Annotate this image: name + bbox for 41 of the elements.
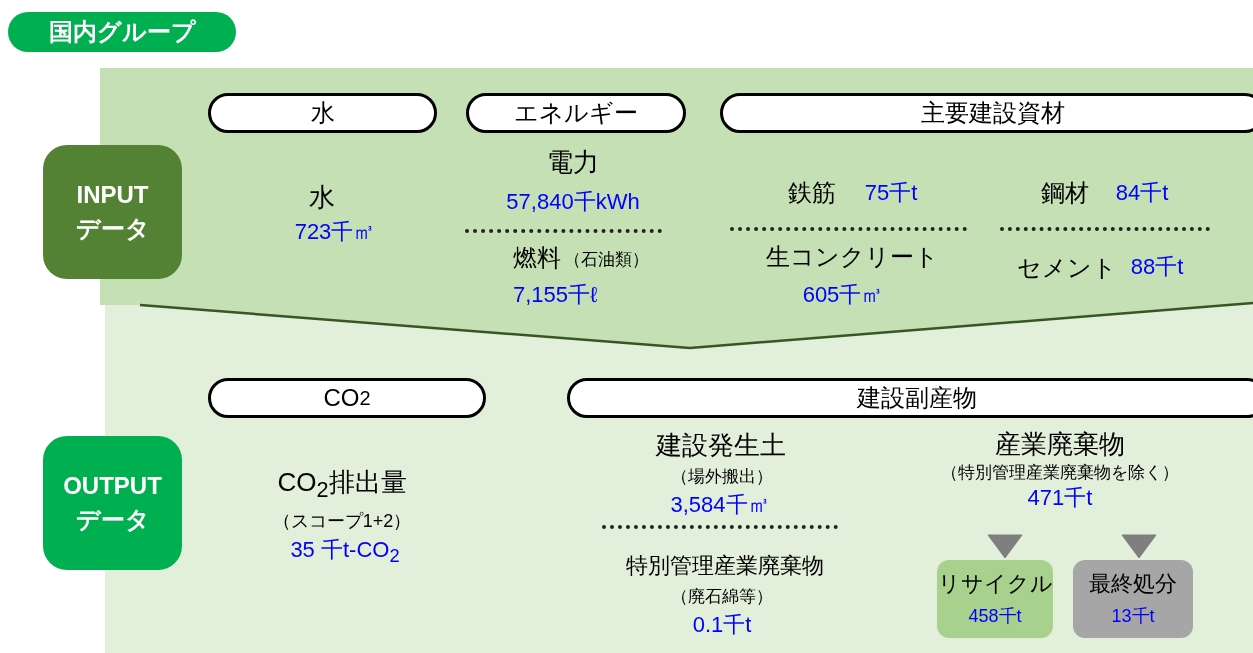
group-badge: 国内グループ bbox=[8, 12, 236, 52]
value-text: 471千t bbox=[1027, 483, 1093, 512]
value-text: 13千t bbox=[1111, 604, 1155, 628]
item-label: 特別管理産業廃棄物 bbox=[626, 553, 824, 579]
note-text: （特別管理産業廃棄物を除く） bbox=[941, 461, 1179, 484]
item-label: 生コンクリート bbox=[765, 243, 939, 271]
value-text: 458千t bbox=[968, 604, 1022, 628]
value-text: 84千t bbox=[1115, 180, 1169, 206]
note-text: （廃石綿等） bbox=[671, 587, 773, 607]
item-label: 電力 bbox=[547, 147, 599, 177]
category-header: 建設副産物 bbox=[567, 378, 1253, 418]
item-title: 産業廃棄物 bbox=[995, 428, 1125, 461]
item-label: 鉄筋 bbox=[788, 179, 836, 207]
category-header: 主要建設資材 bbox=[720, 93, 1253, 133]
item-label: 燃料 bbox=[513, 244, 561, 272]
arrow bbox=[1121, 534, 1157, 559]
recycle-box bbox=[937, 560, 1053, 638]
item-label: CO$_{2}$排出量 bbox=[277, 468, 407, 502]
note-text: （スコープ1+2） bbox=[272, 512, 412, 532]
arrow bbox=[987, 534, 1023, 559]
value-text: 3,584千㎥ bbox=[670, 492, 770, 518]
input-badge: INPUT データ bbox=[43, 145, 182, 279]
item-label: 水 bbox=[309, 182, 335, 212]
value-text: 57,840千kWh bbox=[506, 189, 640, 215]
item-title: 最終処分 bbox=[1089, 570, 1177, 598]
value-text: 75千t bbox=[864, 180, 918, 206]
output-badge: OUTPUT データ bbox=[43, 436, 182, 570]
item-label: 鋼材 bbox=[1041, 179, 1089, 207]
value-text: 35 千t-CO$_{2}$ bbox=[290, 537, 400, 567]
note-text: （場外搬出） bbox=[671, 467, 773, 487]
value-text: 723千㎥ bbox=[294, 219, 376, 245]
value-text: 0.1千t bbox=[692, 612, 752, 638]
value-text: 605千㎥ bbox=[802, 282, 884, 308]
category-header: 水 bbox=[208, 93, 437, 133]
item-title: リサイクル bbox=[937, 570, 1053, 598]
category-header: エネルギー bbox=[466, 93, 686, 133]
value-text: 88千t bbox=[1130, 254, 1184, 280]
item-label: セメント bbox=[1017, 254, 1117, 282]
note-text: （石油類） bbox=[563, 250, 649, 270]
value-text: 7,155千ℓ bbox=[512, 282, 598, 308]
disposal-box bbox=[1073, 560, 1193, 638]
